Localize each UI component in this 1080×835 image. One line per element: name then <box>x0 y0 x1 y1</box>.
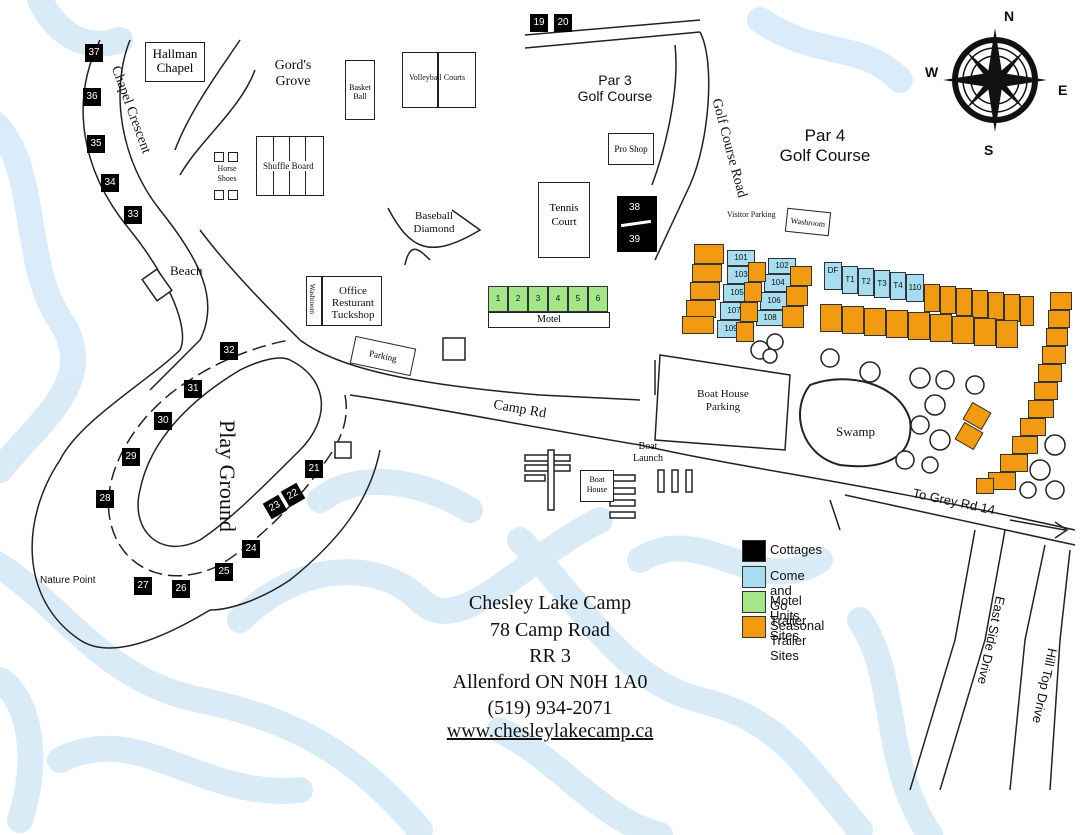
cottage-38-39[interactable]: 38 39 <box>617 196 657 252</box>
hallman-chapel-label: Hallman Chapel <box>152 46 198 75</box>
cottage-27[interactable]: 27 <box>134 577 152 595</box>
motel-label: Motel <box>488 312 610 328</box>
water-background <box>0 0 943 835</box>
cottage-20[interactable]: 20 <box>554 14 572 32</box>
beach-label: Beach <box>170 263 203 278</box>
website-link[interactable]: www.chesleylakecamp.ca <box>446 720 654 742</box>
par4-label: Par 4 <box>804 126 846 145</box>
address-line-1: 78 Camp Road <box>490 619 610 641</box>
cottage-28[interactable]: 28 <box>96 490 114 508</box>
motel-unit-3[interactable]: 3 <box>528 286 548 312</box>
park-name: Chesley Lake Camp <box>468 592 632 614</box>
shuffle-board: Shuffle Board <box>256 136 324 196</box>
cottage-24[interactable]: 24 <box>242 540 260 558</box>
par3-sub-label: Golf Course <box>577 88 653 104</box>
address-line-3: Allenford ON N0H 1A0 <box>452 671 648 693</box>
address-line-2: RR 3 <box>529 645 571 667</box>
par3-label: Par 3 <box>598 72 632 88</box>
cottage-37[interactable]: 37 <box>85 44 103 62</box>
compass-south-label: S <box>984 142 994 158</box>
site-102[interactable]: 102 <box>768 258 796 274</box>
boat-house-parking-label: Boat House Parking <box>697 388 749 413</box>
cottage-25[interactable]: 25 <box>215 563 233 581</box>
site-108[interactable]: 108 <box>756 310 784 326</box>
gords-grove-label: Gord's Grove <box>274 58 312 89</box>
site-t3[interactable]: T3 <box>874 270 890 298</box>
cottage-26[interactable]: 26 <box>172 580 190 598</box>
compass-rose-icon <box>943 28 1047 132</box>
volleyball-courts: Volleyball Courts <box>402 52 476 108</box>
motel-unit-1[interactable]: 1 <box>488 286 508 312</box>
cottage-19[interactable]: 19 <box>530 14 548 32</box>
tree-cluster-icon <box>750 333 1066 500</box>
motel-unit-6[interactable]: 6 <box>588 286 608 312</box>
basketball-court: Basket Ball <box>345 60 375 120</box>
baseball-diamond-label: Baseball Diamond <box>413 210 455 235</box>
compass-west-label: W <box>925 64 939 80</box>
boat-docks <box>524 449 693 519</box>
site-t4[interactable]: T4 <box>890 272 906 300</box>
tennis-court: Tennis Court <box>538 182 590 258</box>
horse-shoes: Horse Shoes <box>212 152 242 204</box>
washroom-north: Washroom <box>784 207 832 237</box>
swamp-label: Swamp <box>836 424 875 439</box>
cottage-34[interactable]: 34 <box>101 174 119 192</box>
pro-shop: Pro Shop <box>608 133 654 165</box>
df-site[interactable]: DF <box>824 262 842 290</box>
cottage-30[interactable]: 30 <box>154 412 172 430</box>
site-110[interactable]: 110 <box>906 274 924 302</box>
motel-unit-2[interactable]: 2 <box>508 286 528 312</box>
cottage-29[interactable]: 29 <box>122 448 140 466</box>
site-t1[interactable]: T1 <box>842 266 858 294</box>
cottage-23-22[interactable]: 23 22 <box>262 482 306 520</box>
phone-number: (519) 934-2071 <box>487 697 613 719</box>
par4-sub-label: Golf Course <box>779 146 871 165</box>
boat-launch-label: Boat Launch <box>633 441 663 464</box>
cottage-31[interactable]: 31 <box>184 380 202 398</box>
site-t2[interactable]: T2 <box>858 268 874 296</box>
boat-house: Boat House <box>580 470 614 502</box>
cottage-21[interactable]: 21 <box>305 460 323 478</box>
motel: 1 2 3 4 5 6 Motel <box>488 286 612 338</box>
compass-north-label: N <box>1004 8 1015 24</box>
cottage-36[interactable]: 36 <box>83 88 101 106</box>
cottage-35[interactable]: 35 <box>87 135 105 153</box>
compass-east-label: E <box>1058 82 1068 98</box>
play-ground-label-1: Play Ground <box>215 420 240 532</box>
cottage-32[interactable]: 32 <box>220 342 238 360</box>
nature-point-label: Nature Point <box>40 575 96 586</box>
visitor-parking-label: Visitor Parking <box>727 210 776 219</box>
hallman-chapel: Hallman Chapel <box>145 42 205 82</box>
office-building: Washroom Office Resturant Tuckshop <box>306 276 382 326</box>
cottage-33[interactable]: 33 <box>124 206 142 224</box>
motel-unit-5[interactable]: 5 <box>568 286 588 312</box>
motel-unit-4[interactable]: 4 <box>548 286 568 312</box>
